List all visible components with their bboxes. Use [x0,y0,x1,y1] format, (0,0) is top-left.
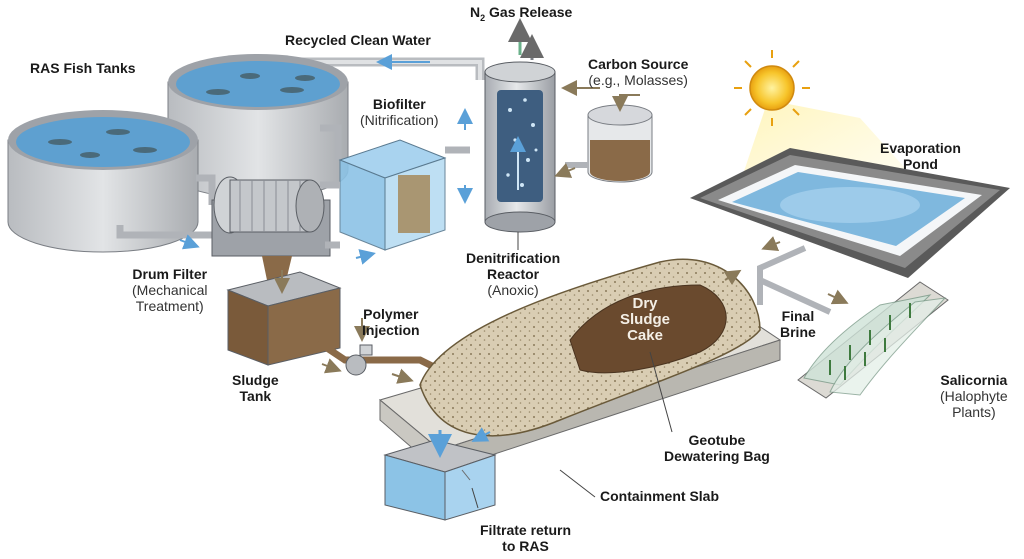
filtrate-box [383,427,497,521]
leader-lines [471,232,673,509]
geotube-bag [419,258,761,437]
label-biofilter: Biofilter (Nitrification) [360,96,439,128]
drum-filter [211,176,331,285]
label-sludge-tank: Sludge Tank [232,372,279,404]
label-evaporation-pond: Evaporation Pond [880,140,961,172]
brine-pipes [757,245,832,315]
label-denitrification-reactor: Denitrification Reactor (Anoxic) [466,250,561,298]
biofilter [320,139,470,251]
label-polymer-injection: Polymer Injection [362,306,420,338]
label-geotube: Geotube Dewatering Bag [664,432,770,464]
label-n2-gas-release: N2 Gas Release [470,4,573,23]
label-drum-filter: Drum Filter (Mechanical Treatment) [132,266,208,314]
label-ras-fish-tanks: RAS Fish Tanks [30,60,136,76]
label-salicornia: Salicornia (Halophyte Plants) [940,372,1008,420]
sludge-tank [226,270,342,366]
carbon-source-tank [554,80,653,183]
label-dry-sludge-cake: Dry Sludge Cake [620,295,671,344]
label-containment-slab: Containment Slab [600,488,720,504]
denitrification-reactor [484,34,556,233]
label-final-brine: Final Brine [780,308,816,340]
label-filtrate-return: Filtrate return to RAS [480,522,572,554]
evaporation-pond [690,148,1010,278]
greenhouse [797,281,949,399]
label-carbon-source: Carbon Source (e.g., Molasses) [588,56,689,88]
fish-tank-front [7,110,199,253]
label-recycled-clean-water: Recycled Clean Water [285,32,431,48]
